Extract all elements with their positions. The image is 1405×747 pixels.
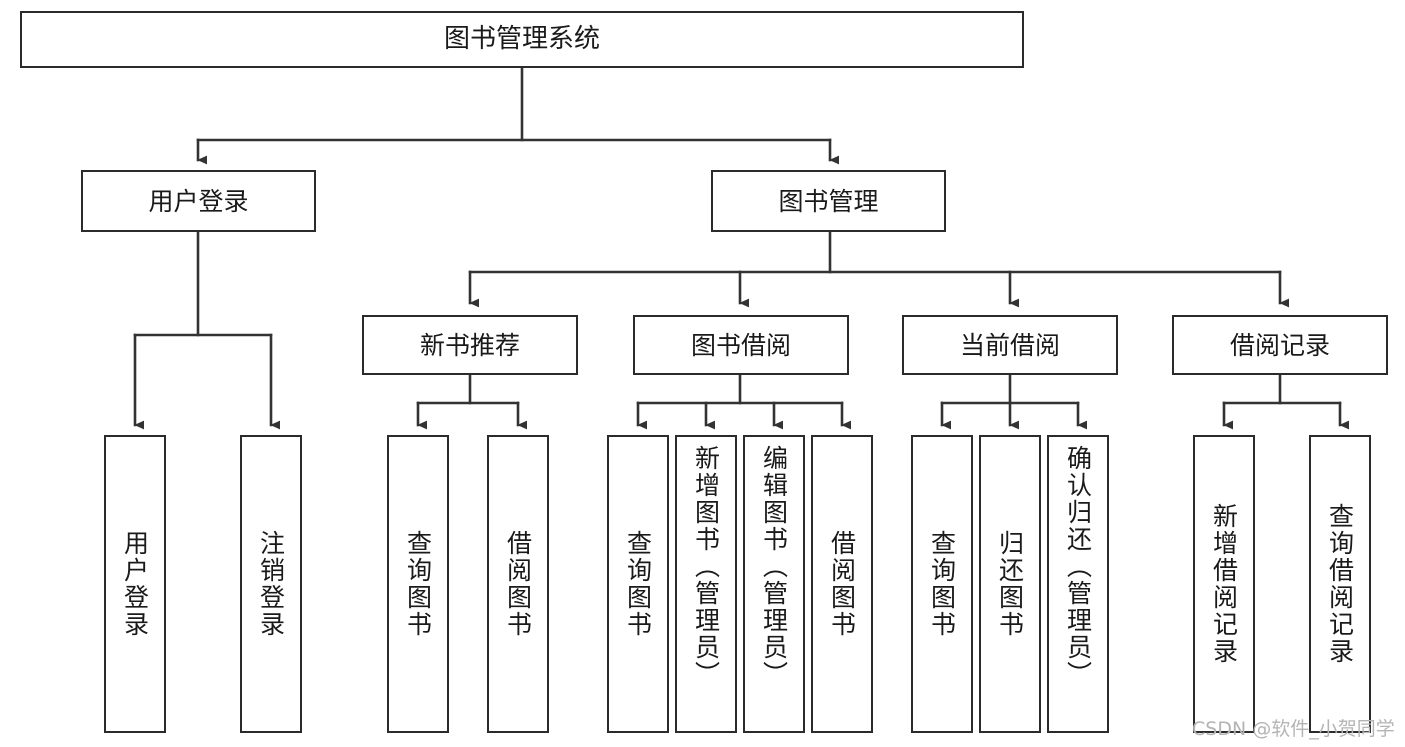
node-leaf-borrow-book-recommend[interactable]: 借阅图书: [487, 435, 549, 733]
node-leaf-query-borrow-record[interactable]: 查询借阅记录: [1309, 435, 1371, 733]
node-book-management[interactable]: 图书管理: [711, 170, 946, 232]
node-label: 归还图书: [995, 530, 1025, 638]
node-label: 当前借阅: [959, 330, 1060, 360]
node-label: 查询借阅记录: [1325, 503, 1355, 665]
node-label: 查询图书: [403, 530, 433, 638]
node-label: 借阅记录: [1229, 330, 1330, 360]
node-book-borrow[interactable]: 图书借阅: [633, 315, 849, 375]
node-leaf-return-book[interactable]: 归还图书: [979, 435, 1041, 733]
node-label: 用户登录: [120, 530, 150, 638]
node-label: 新增借阅记录: [1209, 503, 1239, 665]
node-leaf-query-book-recommend[interactable]: 查询图书: [387, 435, 449, 733]
node-root-book-management-system[interactable]: 图书管理系统: [20, 11, 1024, 68]
node-leaf-user-login[interactable]: 用户登录: [104, 435, 166, 733]
node-user-login[interactable]: 用户登录: [81, 170, 316, 232]
node-label: 图书管理: [778, 186, 879, 216]
node-leaf-add-book-admin[interactable]: 新增图书（管理员）: [675, 435, 737, 733]
node-label: 借阅图书: [503, 530, 533, 638]
node-label: 注销登录: [256, 530, 286, 638]
node-leaf-query-book-current[interactable]: 查询图书: [911, 435, 973, 733]
node-leaf-borrow-book[interactable]: 借阅图书: [811, 435, 873, 733]
node-new-book-recommend[interactable]: 新书推荐: [362, 315, 578, 375]
node-borrow-record[interactable]: 借阅记录: [1172, 315, 1388, 375]
node-leaf-logout[interactable]: 注销登录: [240, 435, 302, 733]
node-label: 确认归还（管理员）: [1063, 445, 1093, 688]
node-label: 查询图书: [623, 530, 653, 638]
node-label: 图书管理系统: [443, 24, 600, 55]
node-leaf-query-book-borrow[interactable]: 查询图书: [607, 435, 669, 733]
csdn-watermark: CSDN @软件_小贺同学: [1192, 718, 1395, 740]
node-label: 借阅图书: [827, 530, 857, 638]
node-label: 编辑图书（管理员）: [759, 445, 789, 688]
node-leaf-confirm-return-admin[interactable]: 确认归还（管理员）: [1047, 435, 1109, 733]
node-label: 查询图书: [927, 530, 957, 638]
node-label: 图书借阅: [690, 330, 791, 360]
node-label: 新书推荐: [419, 330, 520, 360]
node-label: 用户登录: [148, 186, 249, 216]
node-current-borrow[interactable]: 当前借阅: [902, 315, 1118, 375]
node-leaf-add-borrow-record[interactable]: 新增借阅记录: [1193, 435, 1255, 733]
node-leaf-edit-book-admin[interactable]: 编辑图书（管理员）: [743, 435, 805, 733]
node-label: 新增图书（管理员）: [691, 445, 721, 688]
